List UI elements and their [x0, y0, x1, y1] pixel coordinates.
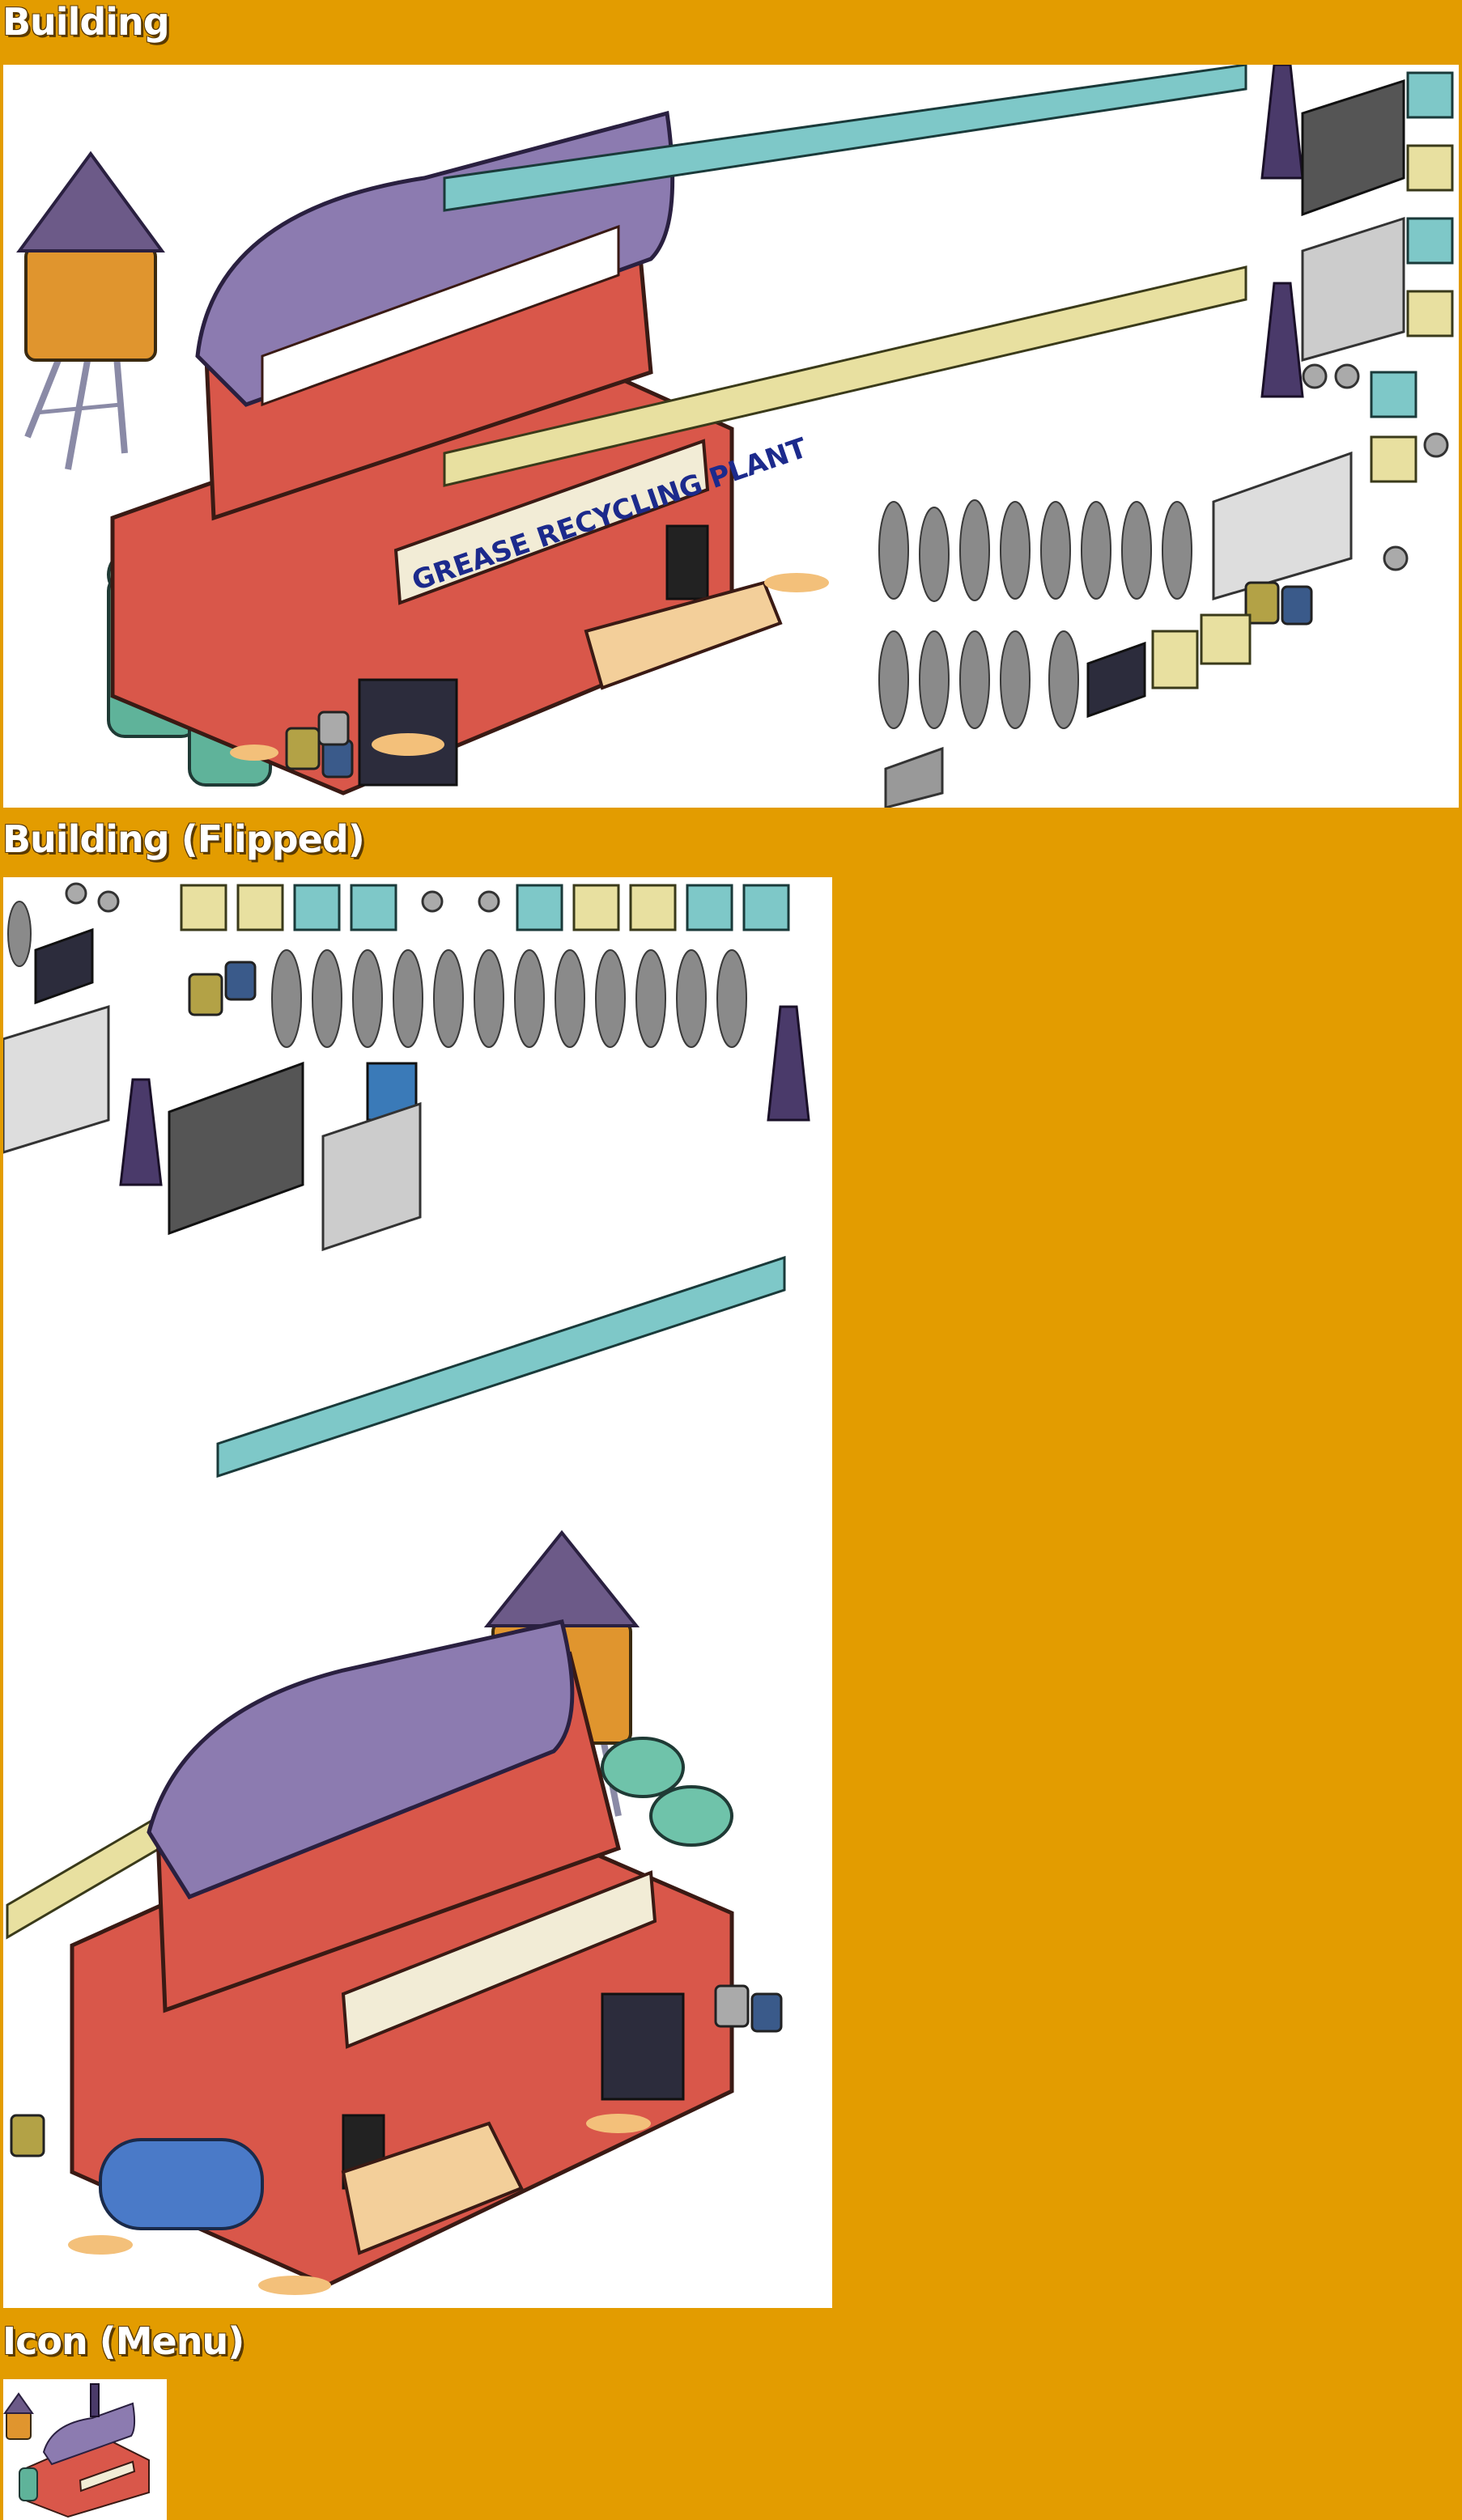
grease-tank-icon [601, 1737, 733, 1847]
wall-lamp-icon [65, 882, 500, 913]
window-tile-icon [180, 884, 790, 931]
barrel-icon [285, 711, 354, 778]
menu-icon-thumbnail[interactable] [3, 2379, 167, 2520]
smoke-puff-icon [878, 499, 1192, 729]
building-flipped-sprite-sheet [3, 877, 832, 2308]
barrel-icon [10, 1984, 783, 2157]
building-sign-flipped [341, 1870, 657, 2049]
building-flipped-canvas [3, 882, 810, 2295]
water-tower-icon [16, 151, 165, 470]
smokestack-icon [1260, 65, 1304, 398]
section-title-building-flipped: Building (Flipped) [2, 817, 365, 861]
window-tile-icon [443, 65, 1247, 487]
menu-icon-canvas [3, 2383, 150, 2518]
brick-building [70, 1619, 734, 2288]
building-sprite-sheet: GREASE RECYCLING PLANT [3, 65, 1459, 808]
section-title-building: Building [2, 0, 170, 44]
smoke-puff-icon [7, 901, 747, 1048]
smokestack-icon [119, 1005, 810, 1186]
wall-lamp-icon [1302, 363, 1449, 571]
section-title-icon-menu: Icon (Menu) [2, 2319, 244, 2363]
building-sprite-canvas: GREASE RECYCLING PLANT [16, 65, 1454, 808]
